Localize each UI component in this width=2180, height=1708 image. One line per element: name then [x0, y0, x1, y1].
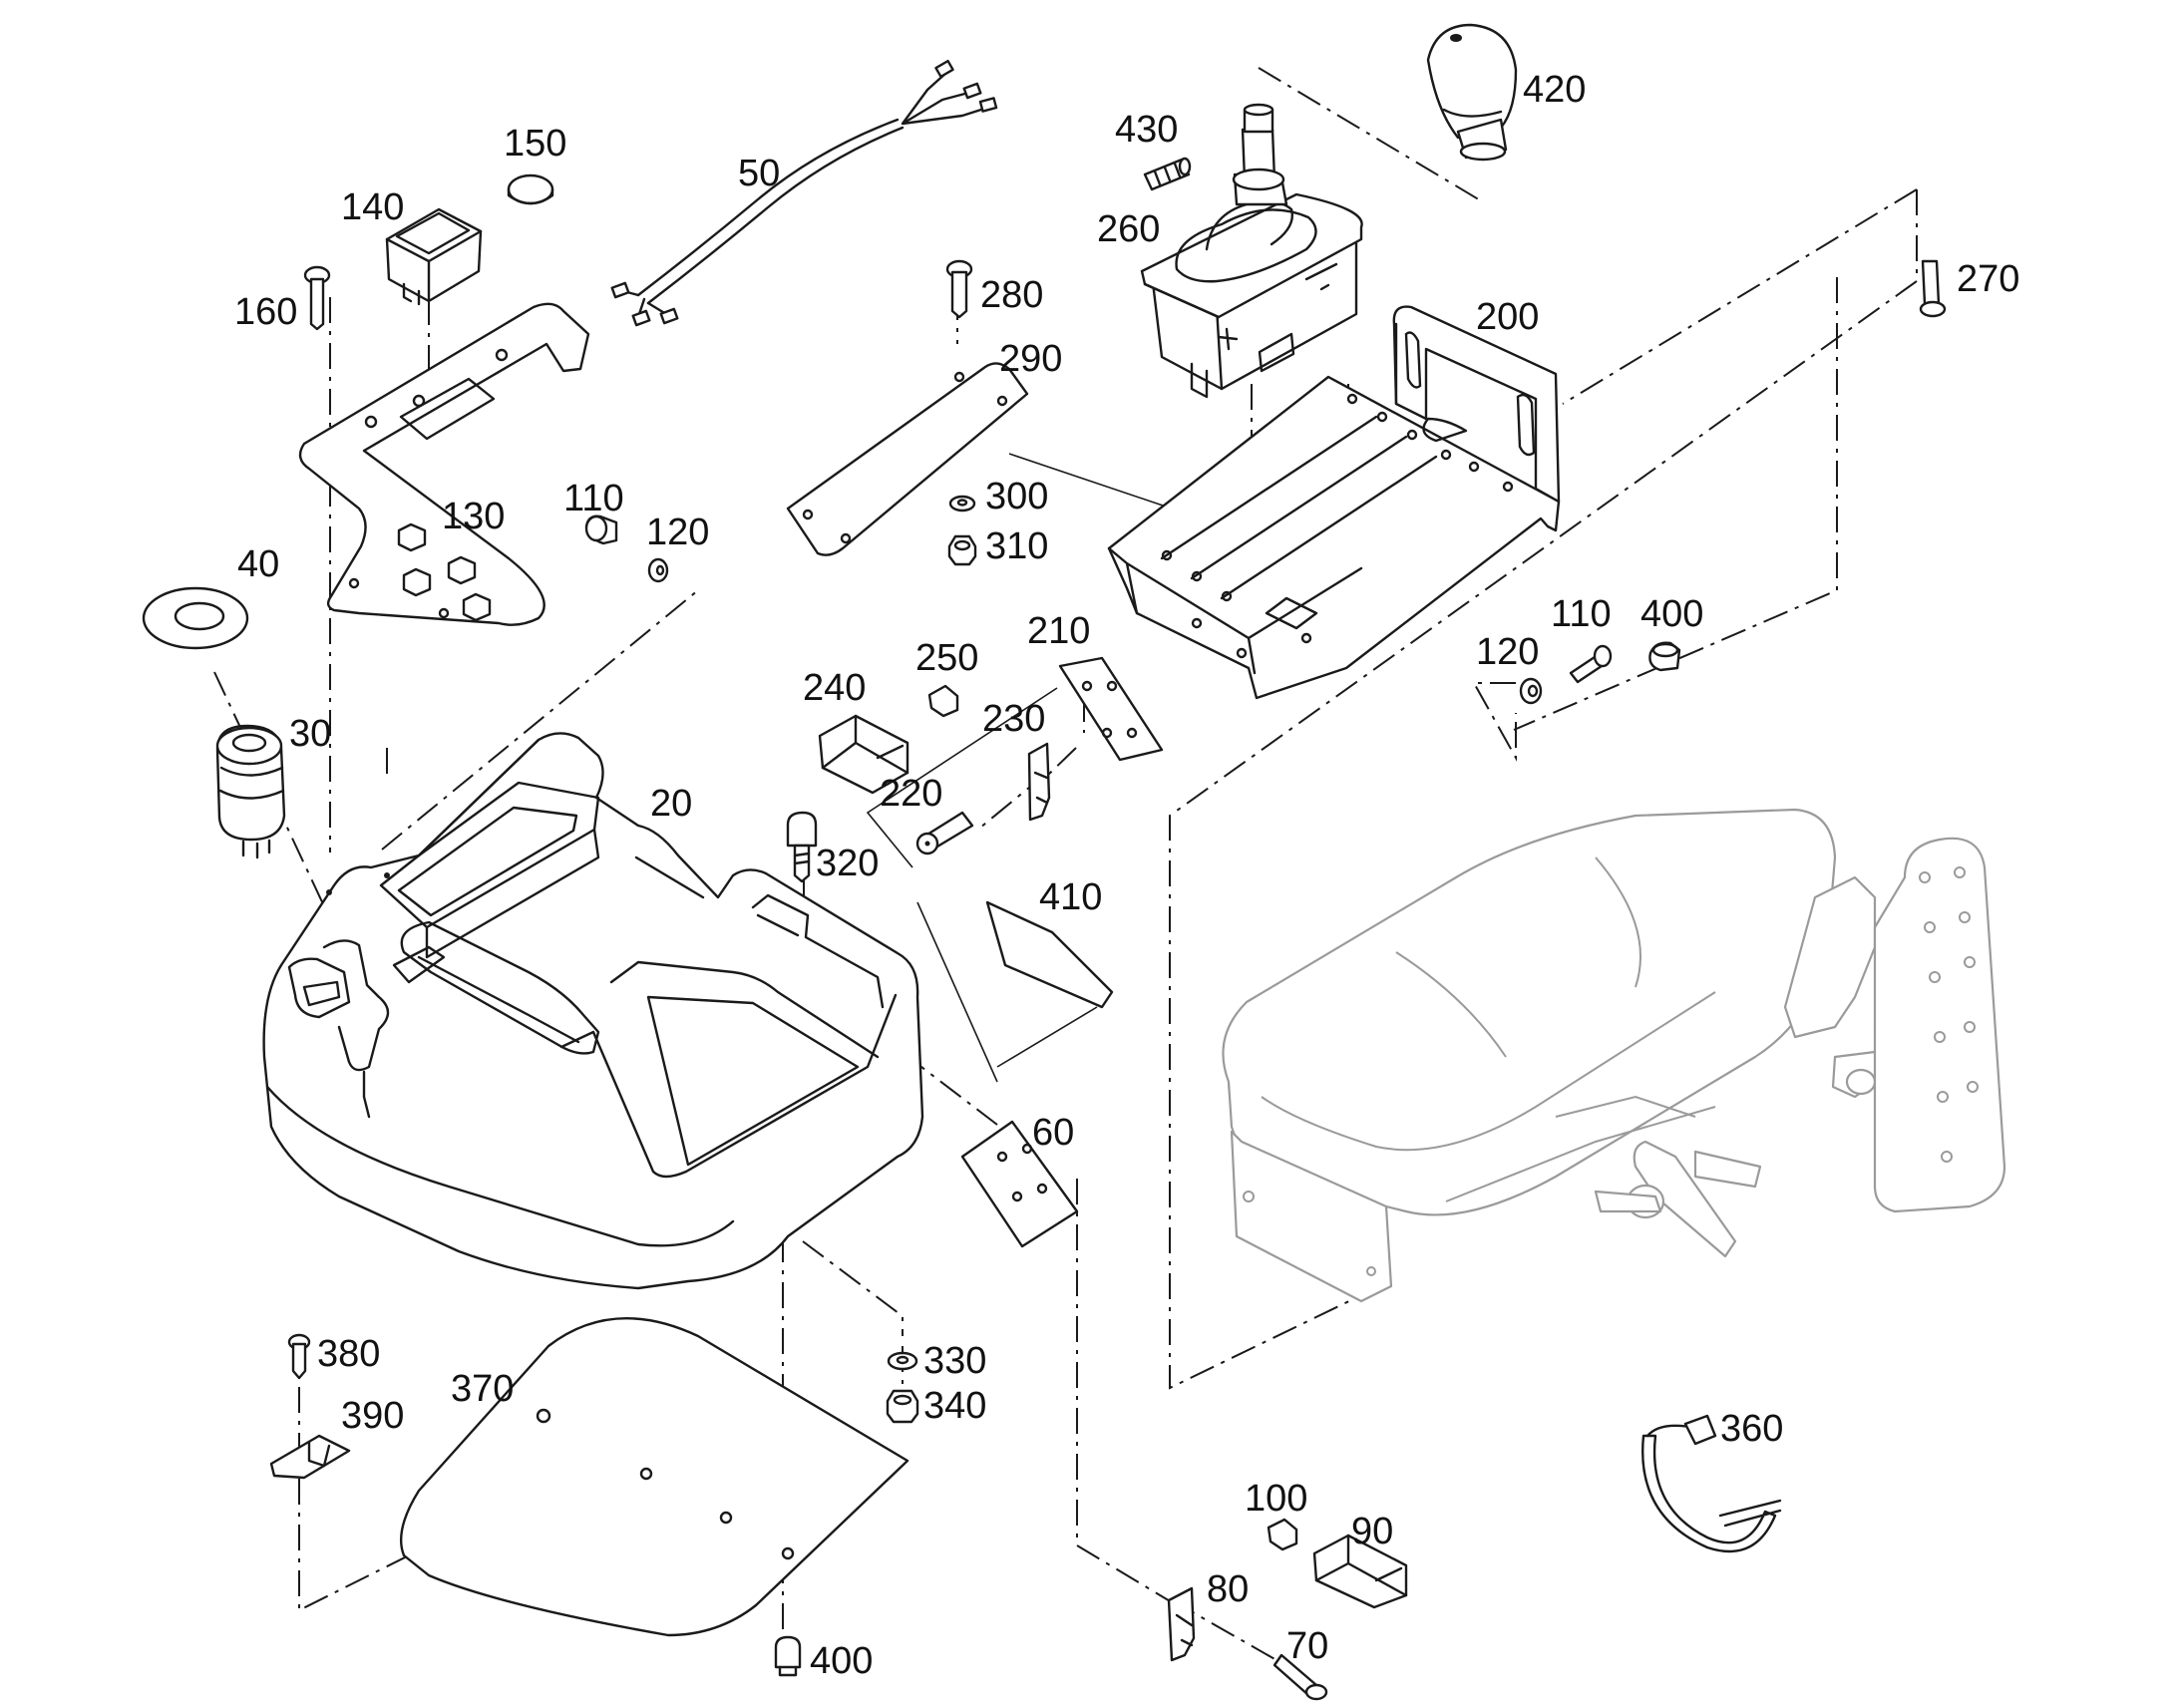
callout-130: 130	[442, 496, 505, 537]
callout-110-right: 110	[1551, 593, 1612, 635]
screw-380-part	[287, 1333, 311, 1380]
callout-400-right: 400	[1640, 593, 1703, 635]
callout-300: 300	[985, 476, 1048, 517]
callout-50: 50	[738, 153, 780, 194]
cap-150-part	[507, 173, 554, 205]
callout-220: 220	[880, 773, 942, 815]
callout-70: 70	[1286, 1625, 1328, 1667]
nut-310-part	[947, 534, 977, 566]
callout-320: 320	[816, 843, 879, 884]
callout-310: 310	[985, 525, 1048, 567]
callout-20: 20	[650, 783, 692, 825]
callout-40: 40	[237, 543, 279, 585]
joystick-bracket-part	[1107, 305, 1561, 700]
callout-80: 80	[1207, 1568, 1249, 1610]
washer-120-right-part	[1519, 677, 1543, 705]
callout-260: 260	[1097, 208, 1160, 250]
callout-30: 30	[289, 713, 331, 755]
callout-360: 360	[1720, 1408, 1783, 1450]
connector-240-part	[818, 714, 909, 795]
washer-120-left-part	[647, 557, 669, 583]
joystick-part	[1140, 103, 1363, 399]
callout-410: 410	[1039, 876, 1102, 918]
screw-220-part	[915, 811, 974, 855]
seal-plug-250-part	[927, 684, 959, 718]
clip-80-part	[1167, 1586, 1196, 1662]
callout-90: 90	[1351, 1511, 1393, 1552]
callout-370: 370	[451, 1368, 514, 1410]
callout-240: 240	[803, 667, 866, 709]
bolt-320-part	[786, 811, 818, 883]
switch-bracket-part	[298, 302, 590, 626]
bottom-cover-370-part	[400, 1317, 909, 1637]
callout-labels: 20 30 40 50 60 70 80 90 100 110 110 120 …	[234, 69, 2019, 1682]
callout-200: 200	[1476, 296, 1539, 338]
callout-400-bottom: 400	[810, 1640, 873, 1682]
cover-plate-290-part	[786, 362, 1029, 556]
mounting-plate-part	[960, 1120, 1079, 1248]
pin-430-part	[1143, 157, 1192, 191]
bezel-ring-part	[142, 586, 249, 650]
callout-380: 380	[317, 1333, 380, 1375]
callout-120-left: 120	[646, 512, 709, 553]
bolt-270-part	[1919, 259, 1947, 318]
callout-250: 250	[915, 637, 978, 679]
seat-reference-assembly	[1222, 808, 2006, 1303]
wire-harness-part	[610, 59, 998, 327]
clip-390-part	[269, 1434, 351, 1480]
callout-390: 390	[341, 1395, 404, 1437]
bolt-400-bottom-part	[774, 1635, 802, 1677]
cable-tie-360-part	[1641, 1414, 1782, 1553]
screw-280-part	[945, 259, 973, 319]
callout-120-right: 120	[1476, 631, 1539, 673]
label-410-part	[985, 900, 1114, 1009]
bolt-110-right-part	[1569, 644, 1613, 684]
callout-430: 430	[1115, 109, 1178, 151]
callout-110-left: 110	[563, 478, 624, 519]
callout-340: 340	[923, 1385, 986, 1427]
seal-plug-100-part	[1267, 1518, 1298, 1551]
washer-300-part	[948, 495, 976, 512]
rocker-switch-part	[385, 207, 483, 306]
plate-210-part	[1058, 656, 1164, 762]
callout-270: 270	[1957, 258, 2019, 300]
callout-420: 420	[1523, 69, 1586, 111]
connector-90-part	[1312, 1534, 1408, 1609]
screw-70-part	[1272, 1653, 1328, 1701]
knob-420-part	[1426, 23, 1518, 162]
callout-100: 100	[1245, 1478, 1307, 1520]
washer-330-part	[887, 1351, 918, 1371]
callout-330: 330	[923, 1340, 986, 1382]
callout-160: 160	[234, 291, 297, 333]
callout-60: 60	[1032, 1112, 1074, 1154]
ignition-switch-part	[215, 724, 286, 859]
callout-140: 140	[341, 186, 404, 228]
callout-210: 210	[1027, 610, 1090, 652]
console-body-part	[262, 732, 924, 1290]
callout-230: 230	[982, 698, 1045, 740]
callout-150: 150	[504, 123, 566, 165]
callout-280: 280	[980, 274, 1043, 316]
screw-160-part	[303, 265, 331, 331]
callout-290: 290	[999, 338, 1062, 380]
clip-230-part	[1027, 742, 1051, 822]
nut-340-part	[886, 1389, 919, 1424]
bolt-400-right-part	[1648, 641, 1681, 672]
bolt-110-left-part	[584, 514, 618, 545]
